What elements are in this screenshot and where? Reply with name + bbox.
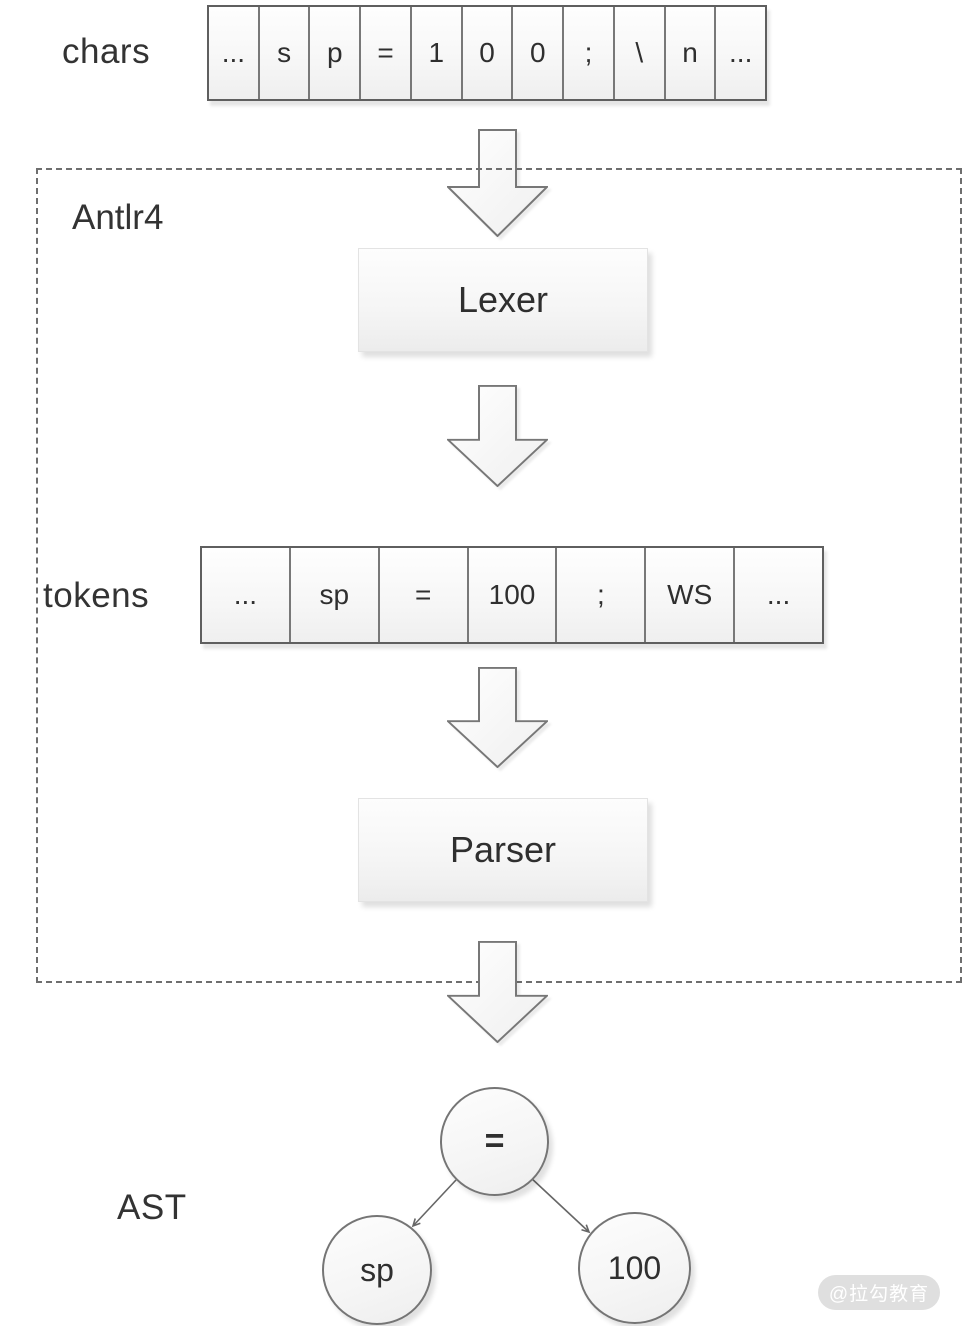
chars-cell: s [259,7,311,99]
ast-root-label: = [484,1122,505,1160]
ast-left-label: sp [360,1251,394,1288]
ast-right-label: 100 [607,1249,662,1286]
edge-root-to-left [411,1179,457,1228]
chars-cell: n [665,7,717,99]
antlr4-label: Antlr4 [72,198,164,237]
down-arrow-icon [447,129,548,237]
chars-cell: \ [614,7,666,99]
ast-right-node: 100 [578,1212,691,1324]
down-arrow-icon [447,667,548,768]
parser-label: Parser [449,829,557,870]
chars-cell: 0 [513,7,565,99]
ast-left-node: sp [322,1215,432,1325]
down-arrow-icon [447,385,548,487]
token-cell: ... [202,548,291,642]
chars-cell: ; [564,7,615,99]
watermark-badge: @拉勾教育 [818,1275,940,1310]
token-cell: ... [735,548,823,642]
down-arrow-icon [447,941,548,1043]
chars-cell: ... [209,7,260,99]
chars-cell: ... [716,7,766,99]
ast-label: AST [117,1188,187,1227]
watermark-text: @拉勾教育 [828,1284,930,1305]
token-cell: WS [646,548,736,642]
lexer-label: Lexer [457,279,549,320]
tokens-label: tokens [43,576,150,615]
chars-cell: = [361,7,412,99]
tokens-array: ... sp = 100 ; WS ... [200,546,824,644]
chars-cell: 0 [462,7,514,99]
chars-cell: p [310,7,362,99]
token-cell: 100 [468,548,558,642]
chars-array: ... s p = 1 0 0 ; \ n ... [207,5,767,101]
lexer-box: Lexer [358,248,648,352]
ast-root-node: = [440,1087,549,1196]
token-cell: ; [557,548,647,642]
chars-cell: 1 [411,7,463,99]
token-cell: = [379,548,469,642]
parser-box: Parser [358,798,648,902]
chars-label: chars [62,32,151,71]
edge-root-to-right [529,1176,591,1234]
token-cell: sp [290,548,380,642]
ast-edges [411,1176,591,1234]
